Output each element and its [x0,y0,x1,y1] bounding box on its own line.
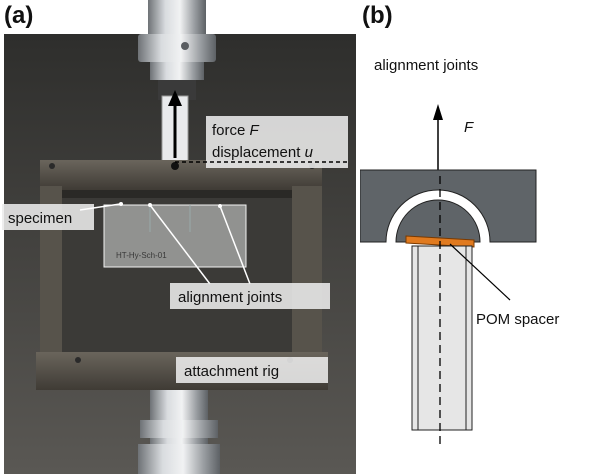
panel-label-b: (b) [362,2,393,29]
test-setup-photo: HT-Hy-Sch-01 force F displacement u spec… [2,0,356,474]
alignment-joint-schematic: alignment joints F POM spacer [360,57,559,446]
alignment-joints-label: alignment joints [178,289,282,306]
force-displacement-annotation: force F displacement u [175,116,348,168]
specimen-rod [411,245,473,431]
svg-text:force F: force F [212,122,260,139]
displacement-var: u [305,144,314,161]
specimen-label: specimen [8,210,72,227]
force-var: F [250,122,260,139]
spacer-label: POM spacer [476,311,559,328]
schematic-force-var: F [464,119,474,136]
attachment-rig-frame [36,160,328,390]
svg-text:displacement u: displacement u [212,144,314,161]
attachment-rig-label: attachment rig [184,363,279,380]
lower-grip [138,390,220,474]
specimen-plate: HT-Hy-Sch-01 [103,204,247,268]
specimen-marking: HT-Hy-Sch-01 [116,251,167,260]
upper-block [360,169,537,243]
panel-label-a: (a) [4,2,34,29]
specimen-annotation: specimen [2,202,123,230]
joint-gap [388,192,488,243]
alignment-joints-annotation: alignment joints [148,203,330,309]
schematic-title: alignment joints [374,57,478,74]
displacement-label: displacement [212,144,305,161]
force-label: force [212,122,250,139]
ball-joint [395,199,481,243]
upper-grip [138,0,216,100]
attachment-rig-annotation: attachment rig [176,357,328,383]
force-arrow [168,90,182,158]
schematic-force-arrow [433,104,443,170]
spacer-leader [449,243,511,301]
